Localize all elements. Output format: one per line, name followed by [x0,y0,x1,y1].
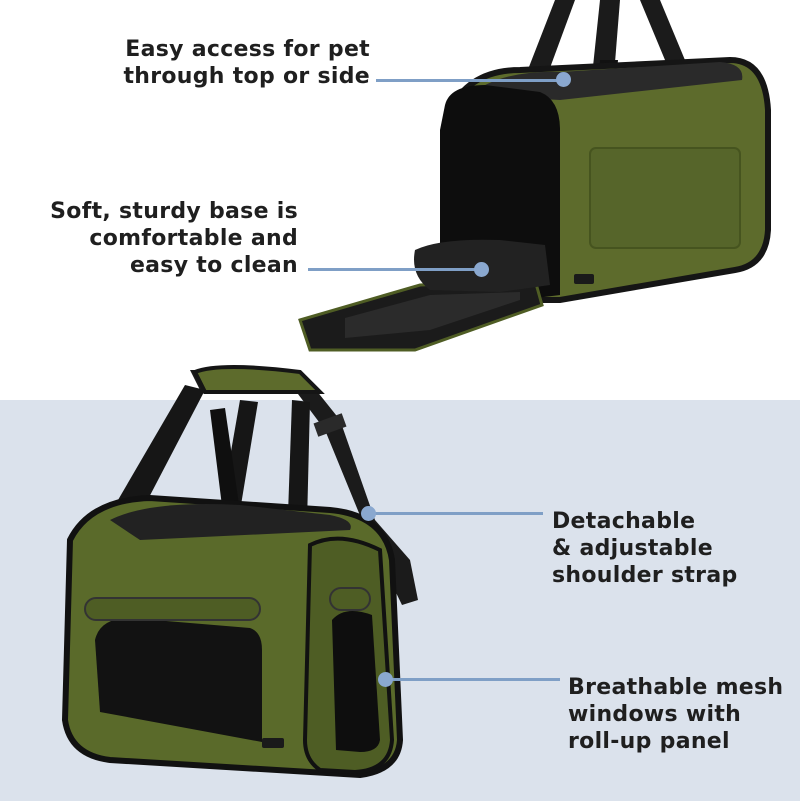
callout-soft-base: Soft, sturdy base is comfortable and eas… [50,198,298,279]
callout-line: Soft, sturdy base is [50,199,298,224]
leader-line-shoulder-strap [375,512,543,515]
marker-dot-top-side-access [556,72,571,87]
callout-shoulder-strap: Detachable & adjustable shoulder strap [552,508,738,589]
pet-carrier-with-strap-image [61,365,418,779]
callout-top-side-access: Easy access for pet through top or side [120,36,370,90]
pet-carrier-open-image [298,0,771,352]
leader-line-soft-base [308,268,478,271]
callout-line: Easy access for pet [125,37,370,62]
callout-line: Detachable [552,509,696,534]
marker-dot-shoulder-strap [361,506,376,521]
leader-line-mesh-windows [390,678,560,681]
marker-dot-soft-base [474,262,489,277]
callout-line: easy to clean [129,253,298,278]
leader-line-top-side-access [376,79,560,82]
callout-line: shoulder strap [552,563,738,588]
callout-line: windows with [568,702,742,727]
callout-line: comfortable and [89,226,298,251]
callout-line: & adjustable [552,536,713,561]
marker-dot-mesh-windows [378,672,393,687]
callout-line: Breathable mesh [568,675,784,700]
callout-mesh-windows: Breathable mesh windows with roll-up pan… [568,674,783,755]
callout-line: roll-up panel [568,729,730,754]
callout-line: through top or side [123,64,370,89]
